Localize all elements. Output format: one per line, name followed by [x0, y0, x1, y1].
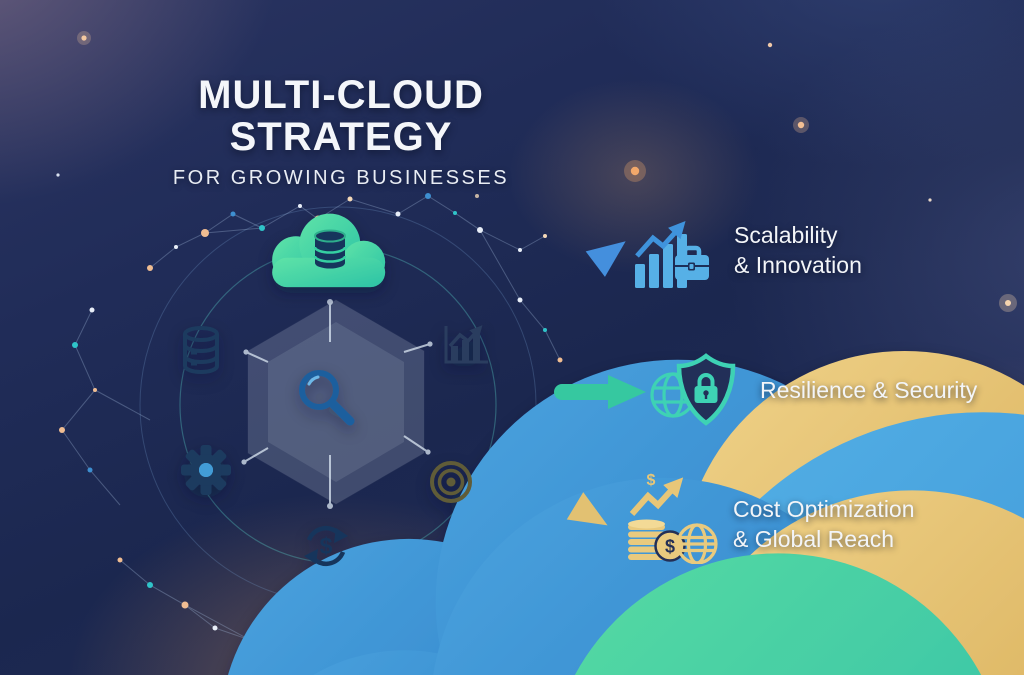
- benefit-cost: $ $ Cost Optimization & Global Reach: [624, 468, 915, 564]
- benefit-line: Cost Optimization: [733, 496, 915, 522]
- bar-chart-briefcase-icon: [635, 220, 709, 288]
- svg-text:$: $: [647, 472, 656, 489]
- benefit-scalability: Scalability & Innovation: [633, 214, 862, 290]
- page-subtitle: FOR GROWING BUSINESSES: [172, 167, 510, 189]
- svg-text:$: $: [665, 537, 675, 557]
- title-block: MULTI-CLOUD STRATEGY FOR GROWING BUSINES…: [88, 74, 594, 190]
- benefit-line: Resilience & Security: [760, 377, 978, 403]
- benefit-line: & Global Reach: [733, 526, 895, 552]
- benefit-label: Scalability & Innovation: [734, 220, 862, 290]
- benefit-resilience: Resilience & Security: [648, 352, 977, 428]
- page-title: MULTI-CLOUD STRATEGY: [198, 73, 484, 159]
- coins-globe-arrow-icon: $ $: [628, 472, 718, 564]
- benefit-label: Cost Optimization & Global Reach: [733, 494, 915, 564]
- benefit-line: Scalability: [734, 222, 838, 248]
- globe: [676, 523, 718, 564]
- benefit-line: & Innovation: [734, 252, 862, 278]
- benefit-label: Resilience & Security: [760, 375, 977, 405]
- shield-lock-globe-icon: [650, 353, 736, 426]
